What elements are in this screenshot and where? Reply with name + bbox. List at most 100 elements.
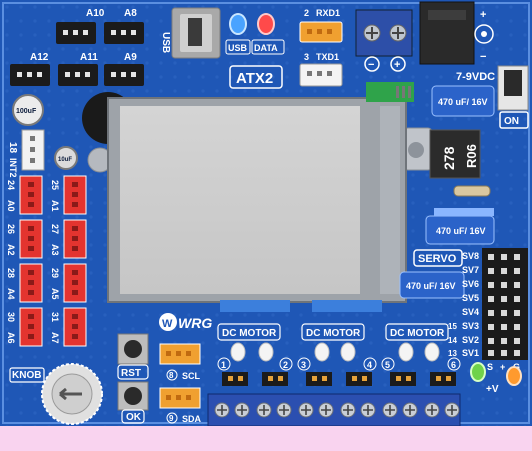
motor-heading-3: DC MOTOR: [390, 328, 445, 339]
motor-num-5: 5: [385, 360, 390, 370]
led-green: [470, 362, 486, 382]
board-illustration: A10 A8 A12 A11 A9 USB USB DATA 2 RXD1: [0, 0, 532, 426]
polarity-plus: +: [394, 59, 400, 71]
motor-terminals[interactable]: [207, 393, 461, 426]
power-terminal[interactable]: − +: [355, 9, 413, 72]
svg-text:+: +: [480, 9, 486, 21]
motor-num-3: 3: [301, 360, 306, 370]
servo-header: SV8 SV7 SV6 SV5 SV4 SV3 SV2 SV1 15 14 13…: [448, 248, 528, 372]
i2c-label-sda: SDA: [182, 414, 202, 424]
servo-sv6: SV6: [462, 279, 479, 289]
led-label-usb: USB: [228, 43, 248, 53]
dc-jack[interactable]: + −: [419, 1, 494, 65]
dc-motor-section: DC MOTOR DC MOTOR DC MOTOR 1 2 3 4 5 6: [207, 323, 461, 426]
capacitor-10uf: 10uF: [54, 146, 78, 170]
int-port: 18 INT2: [7, 129, 45, 178]
analog-label-a6: A6: [6, 332, 16, 344]
power-switch[interactable]: ON: [497, 65, 529, 129]
servo-pin-s: S: [487, 362, 493, 372]
svg-text:10uF: 10uF: [58, 157, 72, 163]
analog-num-28: 28: [6, 268, 16, 278]
label-rxd1: RXD1: [316, 8, 340, 18]
motor-num-1: 1: [221, 360, 226, 370]
i2c-num-9: 9: [169, 414, 174, 423]
label-usb-port: USB: [160, 32, 171, 53]
usb-port[interactable]: USB: [160, 7, 221, 59]
motor-num-6: 6: [451, 360, 456, 370]
i2c-label-scl: SCL: [182, 371, 201, 381]
switch-label: ON: [504, 116, 519, 127]
motor-num-4: 4: [367, 360, 372, 370]
motor-heading-2: DC MOTOR: [306, 328, 361, 339]
knob[interactable]: KNOB: [9, 363, 103, 425]
analog-label-a2: A2: [6, 244, 16, 256]
svg-text:W: W: [162, 318, 173, 330]
label-a9: A9: [124, 52, 137, 63]
motor-num-2: 2: [283, 360, 288, 370]
analog-label-a7: A7: [50, 332, 60, 344]
plus-v-label: +V: [486, 384, 499, 395]
capacitor-470uf-1: 470 uF/ 16V: [431, 85, 495, 117]
capacitor-470uf-2: 470 uF/ 16V: [425, 215, 495, 245]
svg-text:278: 278: [441, 146, 457, 170]
svg-text:100uF: 100uF: [16, 108, 37, 115]
label-a12: A12: [30, 52, 49, 63]
capacitor-100uf: 100uF: [12, 94, 44, 126]
i2c-num-8: 8: [169, 371, 174, 380]
resistor: [453, 185, 491, 197]
servo-num-15: 15: [448, 322, 457, 331]
analog-label-a4: A4: [6, 288, 16, 300]
analog-num-27: 27: [50, 224, 60, 234]
analog-num-24: 24: [6, 180, 16, 190]
servo-sv2: SV2: [462, 335, 479, 345]
analog-label-a0: A0: [6, 200, 16, 212]
controller-board: A10 A8 A12 A11 A9 USB USB DATA 2 RXD1: [0, 0, 532, 426]
label-a11: A11: [80, 52, 98, 63]
analog-ports: 24 A0 25 A1 26 A2 27 A3 28 A4 29 A5 30 A…: [6, 175, 87, 347]
logo: W WRG: [159, 313, 212, 331]
status-leds: USB DATA: [225, 13, 285, 55]
servo-sv8: SV8: [462, 251, 479, 261]
servo-sv3: SV3: [462, 321, 479, 331]
analog-label-a1: A1: [50, 200, 60, 212]
servo-num-14: 14: [448, 336, 457, 345]
power-input-label: 7-9VDC: [456, 71, 495, 83]
svg-text:470 uF/ 16V: 470 uF/ 16V: [438, 97, 488, 107]
analog-num-26: 26: [6, 224, 16, 234]
analog-num-30: 30: [6, 312, 16, 322]
servo-label: SERVO: [418, 253, 457, 265]
polarity-minus: −: [368, 59, 374, 71]
svg-text:−: −: [480, 51, 486, 63]
analog-label-a5: A5: [50, 288, 60, 300]
int-port-label: INT2: [8, 158, 18, 178]
model-label: ATX2: [236, 70, 273, 87]
servo-sv5: SV5: [462, 293, 479, 303]
i2c-ports: 8 SCL 9 SDA: [159, 343, 202, 424]
svg-text:R06: R06: [464, 144, 479, 168]
servo-pin-plus: +: [500, 362, 505, 372]
svg-text:WRG: WRG: [178, 315, 212, 331]
svg-text:470 uF/ 16V: 470 uF/ 16V: [436, 226, 486, 236]
label-txd1: TXD1: [316, 52, 339, 62]
servo-sv7: SV7: [462, 265, 479, 275]
label-a10: A10: [86, 8, 105, 19]
serial-ports: 2 RXD1 3 TXD1: [299, 8, 343, 87]
label-serial-pin-3: 3: [304, 52, 309, 62]
analog-label-a3: A3: [50, 244, 60, 256]
analog-num-25: 25: [50, 180, 60, 190]
servo-sv4: SV4: [462, 307, 479, 317]
capacitor-470uf-3: 470 uF/ 16V: [399, 271, 465, 299]
lcd-screen: [87, 82, 433, 312]
label-serial-pin-2: 2: [304, 8, 309, 18]
analog-top-headers: A10 A8 A12 A11 A9: [10, 8, 144, 86]
ok-label: OK: [126, 412, 142, 423]
motor-heading-1: DC MOTOR: [222, 328, 277, 339]
led-label-data: DATA: [254, 43, 278, 53]
int-port-num: 18: [7, 142, 18, 154]
label-a8: A8: [124, 8, 137, 19]
led-orange: [506, 366, 522, 386]
rst-button[interactable]: RST: [117, 333, 149, 380]
analog-num-29: 29: [50, 268, 60, 278]
servo-num-13: 13: [448, 349, 457, 358]
ok-button[interactable]: OK: [117, 381, 149, 424]
